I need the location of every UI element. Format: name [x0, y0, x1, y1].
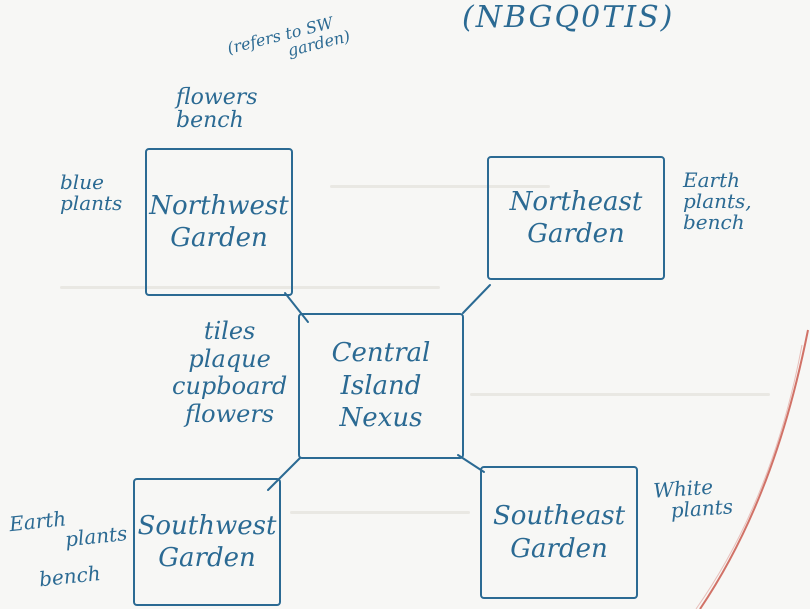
- note-line: blue: [60, 170, 104, 194]
- node-label: Nexus: [339, 403, 423, 434]
- connector-ne-central: [462, 284, 491, 314]
- note-line: bench: [683, 210, 745, 234]
- note-line: plaque: [188, 344, 271, 373]
- note-line: tiles: [203, 317, 256, 345]
- node-northeast-garden: Northeast Garden: [487, 156, 665, 280]
- diagram-title: (NBGQ0TIS): [462, 0, 675, 35]
- node-label: Northeast: [509, 186, 643, 217]
- note-line: plants: [60, 191, 123, 215]
- note-line: flowers: [176, 85, 258, 110]
- connector-nw-central: [284, 292, 309, 323]
- ghost-line: [330, 185, 550, 188]
- node-label: Central: [331, 338, 431, 369]
- node-label: Northwest: [149, 190, 289, 221]
- node-label: Garden: [527, 219, 625, 249]
- note-line: cupboard: [172, 372, 288, 401]
- node-northwest-garden: Northwest Garden: [145, 148, 293, 296]
- note-se-right: White plants: [652, 475, 733, 523]
- ghost-line: [60, 286, 440, 289]
- node-label: Garden: [510, 533, 608, 564]
- note-nw-top: flowers bench: [176, 86, 258, 132]
- ghost-line: [290, 511, 470, 514]
- node-label: Southeast: [492, 501, 626, 531]
- ghost-line: [470, 393, 770, 396]
- connector-sw-central: [267, 457, 301, 491]
- note-ne-right: Earth plants, bench: [683, 170, 752, 233]
- node-southeast-garden: Southeast Garden: [480, 466, 638, 599]
- node-label: Garden: [170, 223, 268, 253]
- note-line: plants,: [683, 189, 752, 213]
- note-nw-left: blue plants: [60, 172, 122, 214]
- note-line: bench: [176, 108, 244, 134]
- note-line: Earth: [683, 168, 741, 192]
- node-central-island-nexus: Central Island Nexus: [298, 313, 464, 459]
- node-label: Garden: [158, 543, 256, 573]
- node-southwest-garden: Southwest Garden: [133, 478, 281, 606]
- node-label: Island: [340, 370, 422, 401]
- node-label: Southwest: [137, 510, 277, 541]
- note-central-left: tiles plaque cupboard flowers: [172, 317, 288, 428]
- note-sw-left: Earth plants bench: [8, 502, 132, 593]
- note-line: flowers: [185, 399, 275, 428]
